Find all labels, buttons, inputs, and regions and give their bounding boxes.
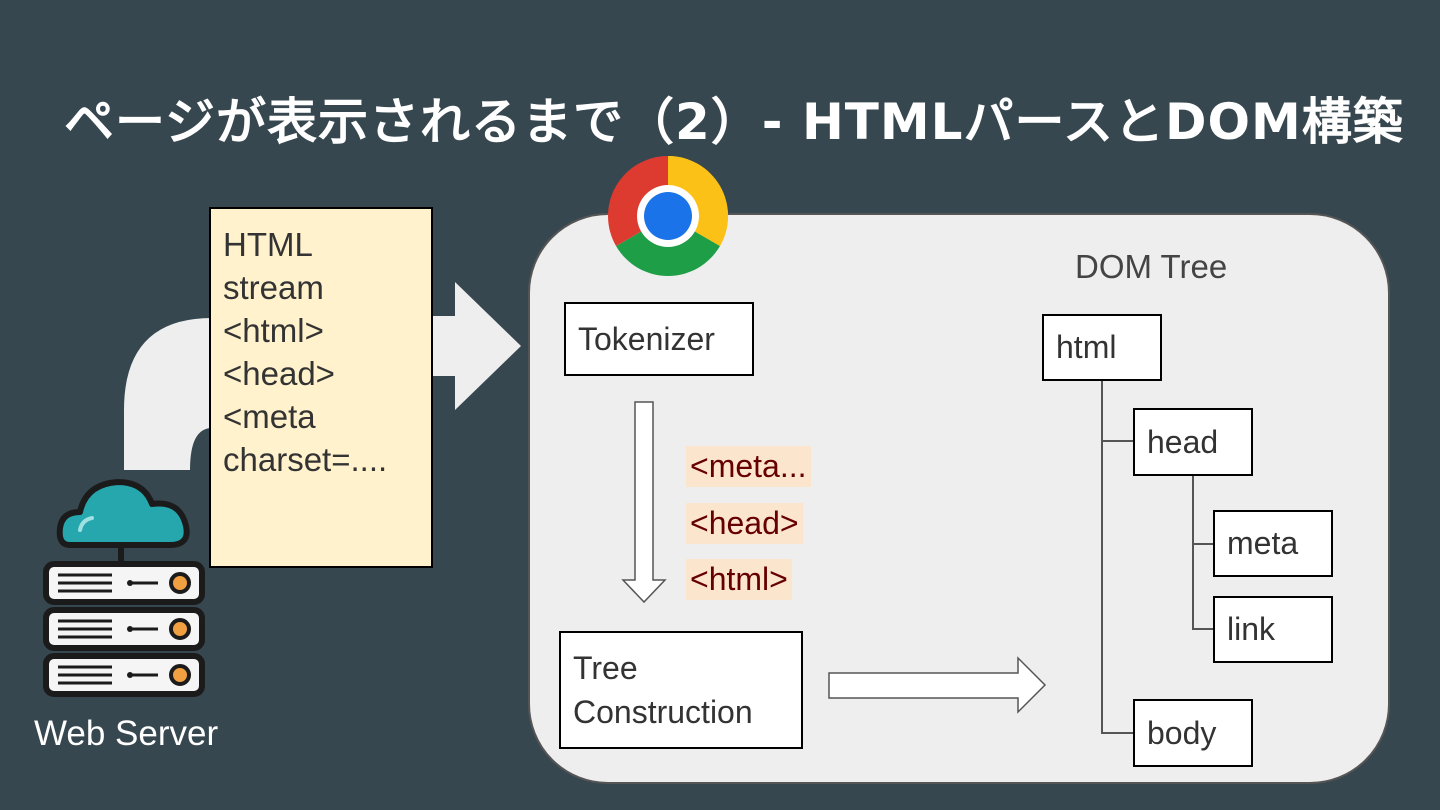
dom-node-meta: meta [1213,510,1333,577]
stream-line: <head> [223,355,335,392]
chrome-icon [608,156,728,276]
slide-title: ページが表示されるまで（2）- HTMLパースとDOM構築 [64,93,1404,151]
server-rack [43,561,205,697]
stream-line: <html> [223,312,324,349]
tokenizer-to-tree-arrow [621,401,667,604]
web-server-label: Web Server [34,714,219,753]
dom-node-label: body [1147,714,1217,751]
tokenizer-label: Tokenizer [578,320,715,357]
dom-node-label: html [1056,329,1117,365]
dom-node-label: head [1147,423,1219,460]
server-to-stream-band [124,318,212,470]
tree-construction-node: Tree Construction [559,631,803,749]
stream-line: <meta [223,398,316,435]
dom-node-html: html [1042,314,1162,381]
dom-node-label: link [1227,611,1276,647]
token-meta: <meta... [686,446,811,487]
token-html: <html> [686,559,792,600]
tokenizer-node: Tokenizer [564,302,754,376]
stream-line: stream [223,269,324,306]
stream-line: HTML [223,226,313,263]
stream-to-browser-arrow [433,282,521,410]
tree-to-dom-arrow [828,656,1047,714]
dom-node-label: meta [1227,525,1299,561]
dom-tree-title: DOM Tree [1075,248,1228,285]
stream-line: charset=.... [223,441,388,478]
token-head: <head> [686,503,803,544]
tree-construction-label: Tree Construction [573,650,753,730]
html-stream-box: HTML stream <html> <head> <meta charset=… [209,207,433,568]
server-cloud-icon [43,479,205,697]
dom-node-head: head [1133,408,1253,476]
dom-node-body: body [1133,699,1253,767]
dom-node-link: link [1213,596,1333,663]
